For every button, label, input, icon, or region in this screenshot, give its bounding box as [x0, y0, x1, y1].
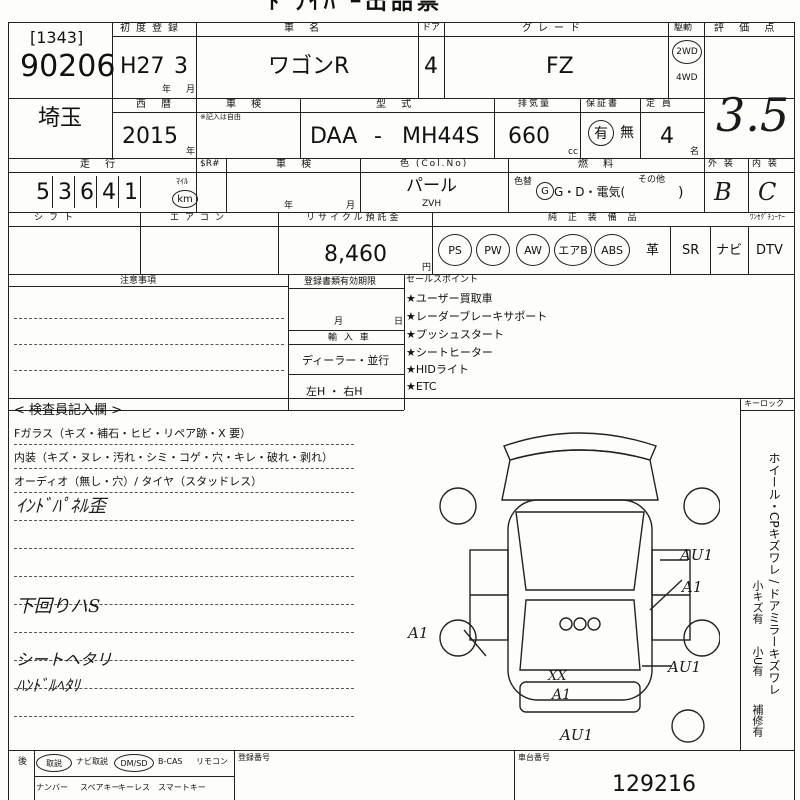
frame-number: 129216 — [612, 772, 696, 797]
exterior-grade: B — [714, 178, 732, 206]
damage-mark: A1 — [408, 624, 429, 642]
fuel-options: G・D・電気( — [554, 185, 626, 199]
legend-vertical: ホイール・CPキズワレ / ドアミラーキズワレ — [767, 452, 781, 696]
displacement: 660 — [508, 124, 550, 149]
equip-ps: PS — [438, 234, 472, 266]
import-steering: 左H ・ 右H — [306, 385, 363, 398]
chassis-model: MH44S — [402, 124, 480, 149]
footer-dmsd: DM/SD — [114, 754, 154, 772]
mileage-digit-1: 5 — [36, 180, 50, 205]
damage-mark: AU1 — [668, 658, 702, 676]
grade: FZ — [546, 54, 574, 79]
damage-mark: AU1 — [680, 546, 714, 564]
mileage-digit-5: 1 — [124, 180, 138, 205]
equip-airbag: エアB — [554, 234, 592, 266]
capacity: 4 — [660, 124, 674, 149]
handwritten-note: ｲﾝﾄﾞﾊﾟﾈﾙ歪 — [16, 496, 106, 517]
reg-month: 3 — [174, 54, 188, 79]
region: 埼玉 — [38, 106, 83, 131]
equip-sr: SR — [682, 243, 700, 258]
label-grade: グレード — [522, 23, 586, 34]
color-code: ZVH — [422, 199, 442, 209]
warranty-yes-circle: 有 — [588, 120, 614, 146]
reg-era: H27 — [120, 54, 165, 79]
score-handwritten: 3.5 — [716, 88, 790, 142]
equip-leather: 革 — [646, 243, 660, 258]
inspector-line: オーディオ（無し・穴）/ タイヤ（スタッドレス） — [14, 475, 263, 488]
selling-point: ★HIDライト — [406, 363, 469, 376]
label-first-reg: 初度登録 — [120, 23, 184, 34]
equip-dtv: DTV — [756, 243, 783, 258]
car-diagram — [439, 432, 720, 743]
lot-number: 90206 — [20, 49, 116, 84]
handwritten-note: ﾊﾝﾄﾞﾙﾍﾀﾘ — [16, 676, 81, 695]
selling-point: ★レーダーブレーキサポート — [406, 310, 548, 323]
car-name: ワゴンR — [268, 54, 350, 79]
equip-aw: AW — [516, 234, 550, 266]
damage-mark: XX — [548, 669, 567, 684]
fuel-gas-circle: G — [536, 182, 554, 200]
sheet-title: ﾄﾞﾗｲﾊﾞｰ出品票 — [268, 0, 444, 15]
mileage-digit-4: 4 — [102, 180, 116, 205]
damage-mark: A1 — [682, 578, 703, 596]
drive-2wd-circle: 2WD — [672, 40, 702, 64]
selling-point: ★ユーザー買取車 — [406, 292, 493, 305]
mileage-digit-2: 3 — [58, 180, 72, 205]
handwritten-note: シートヘタリ — [16, 650, 113, 669]
selling-point: ★シートヒーター — [406, 346, 493, 359]
recycle-fee: 8,460 — [324, 242, 387, 267]
import-dealer: ディーラー・並行 — [302, 354, 390, 367]
handwritten-note: 下回りハS — [16, 596, 101, 617]
chassis-prefix: DAA — [310, 124, 358, 149]
inspector-line: Fガラス（キズ・補石・ヒビ・リペア跡・X 要） — [14, 427, 252, 440]
equip-pw: PW — [476, 234, 510, 266]
equip-abs: ABS — [594, 234, 630, 266]
lot-id: [1343] — [30, 28, 84, 47]
inspector-line: 内装（キズ・ヌレ・汚れ・シミ・コゲ・穴・キレ・破れ・剥れ） — [14, 451, 333, 464]
selling-point: ★プッシュスタート — [406, 328, 504, 341]
footer-manual: 取説 — [36, 754, 72, 772]
model-year: 2015 — [122, 124, 178, 149]
mileage-digit-3: 6 — [80, 180, 94, 205]
label-car-name: 車 名 — [284, 23, 326, 34]
km-circle: km — [172, 190, 198, 208]
inspector-heading: < 検査員記入欄 > — [14, 403, 123, 418]
equip-navi: ナビ — [716, 243, 743, 258]
selling-point: ★ETC — [406, 380, 437, 393]
color-name: パール — [406, 176, 457, 196]
interior-grade: C — [758, 178, 777, 206]
damage-mark: AU1 — [560, 726, 594, 744]
door-count: 4 — [424, 54, 438, 79]
damage-mark: A1 — [552, 687, 572, 703]
